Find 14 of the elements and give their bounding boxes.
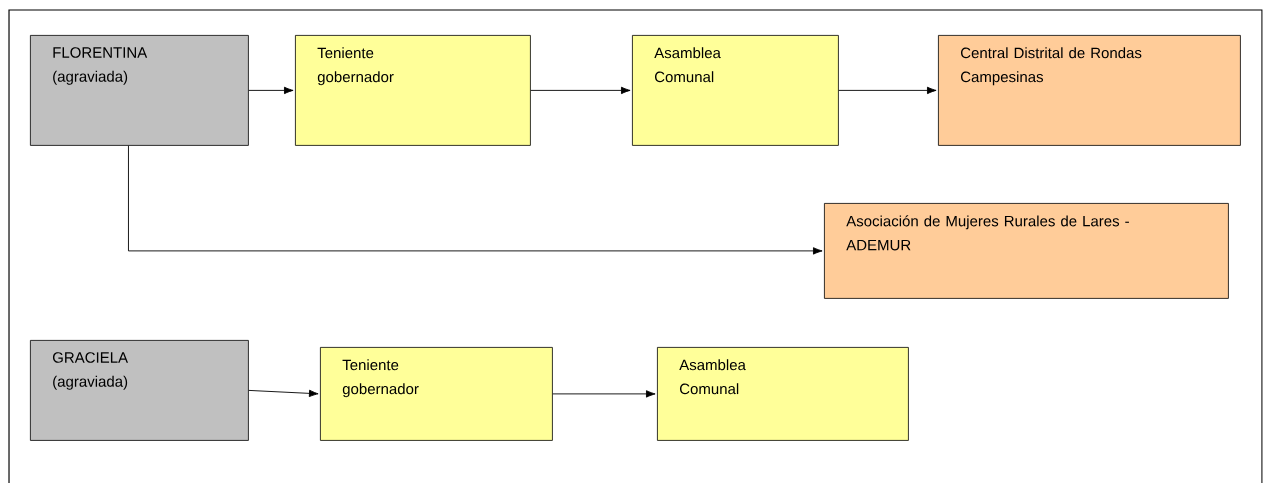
organization-box: Central Distrital de Rondas Campesinas — [938, 35, 1241, 146]
person-box: GRACIELA (agraviada) — [30, 340, 249, 441]
authority-box: Asamblea Comunal — [657, 347, 909, 441]
authority-box: Teniente gobernador — [320, 347, 553, 441]
arrow — [530, 86, 631, 95]
arrow — [838, 86, 937, 95]
arrow — [248, 389, 319, 398]
arrow — [248, 86, 294, 95]
arrow — [552, 390, 656, 398]
organization-box: Asociación de Mujeres Rurales de Lares - ADEMUR — [824, 203, 1229, 299]
person-box: FLORENTINA (agraviada) — [30, 35, 249, 146]
arrow — [128, 145, 823, 255]
authority-box: Asamblea Comunal — [632, 35, 839, 146]
authority-box: Teniente gobernador — [295, 35, 531, 146]
